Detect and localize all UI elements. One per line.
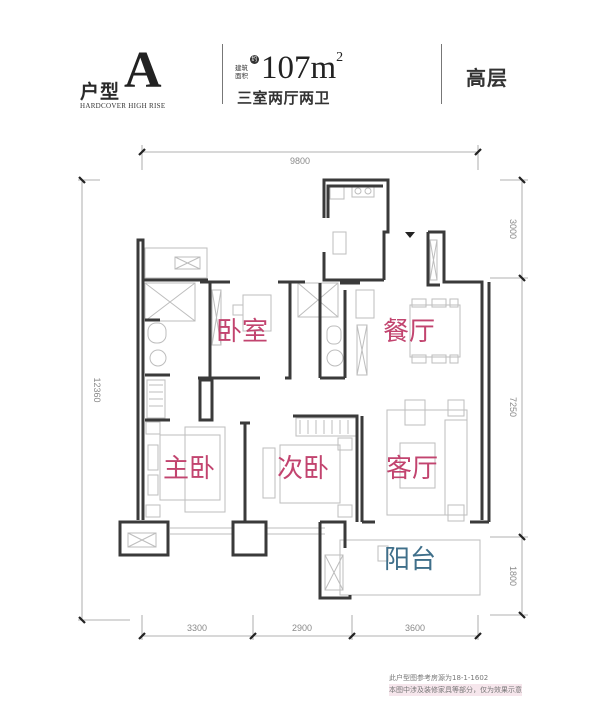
- area-unit-superscript: 2: [336, 50, 344, 65]
- entrance-marker-icon: [405, 232, 415, 238]
- room-label-master-bedroom: 主卧: [163, 454, 215, 484]
- header-divider-left: [222, 44, 223, 104]
- unit-type-english: HARDCOVER HIGH RISE: [80, 102, 166, 110]
- dimension-bottom-1: 3300: [187, 623, 207, 633]
- footnote-line-1: 此户型图参考房源为18-1-1602: [389, 674, 489, 682]
- footnote: 此户型图参考房源为18-1-1602 本图中涉及装修家具等部分，仅为效果示意: [389, 672, 522, 696]
- room-configuration: 三室两厅两卫: [237, 89, 331, 107]
- dimension-top-total: 9800: [290, 156, 310, 166]
- dimension-bottom-2: 2900: [292, 623, 312, 633]
- room-label-second-bedroom: 次卧: [277, 454, 329, 484]
- area-approx-badge: 约: [250, 55, 259, 64]
- furniture: [127, 184, 481, 596]
- walls: [118, 178, 491, 600]
- floor-type: 高层: [466, 66, 508, 90]
- area-value: 107m2: [261, 50, 344, 86]
- dimension-right-1: 3000: [508, 219, 518, 239]
- dimension-right-3: 1800: [508, 566, 518, 586]
- dimension-lines: [78, 145, 528, 640]
- dimension-left-total: 12360: [92, 377, 102, 402]
- plan-header: 户型 A HARDCOVER HIGH RISE 建筑面积 约 107m2 三室…: [0, 0, 600, 125]
- room-label-dining: 餐厅: [383, 317, 435, 347]
- dimension-ticks: [78, 148, 526, 640]
- unit-type-label: 户型: [80, 81, 121, 103]
- dimension-right-2: 7250: [508, 397, 518, 417]
- footnote-line-2: 本图中涉及装修家具等部分，仅为效果示意: [389, 684, 522, 696]
- header-divider-right: [441, 44, 442, 104]
- unit-letter: A: [124, 42, 162, 99]
- room-label-balcony: 阳台: [384, 545, 436, 575]
- area-block: 建筑面积 约 107m2 三室两厅两卫: [233, 47, 373, 108]
- room-label-bedroom: 卧室: [216, 317, 268, 347]
- room-label-living-room: 客厅: [386, 454, 438, 484]
- dimension-bottom-3: 3600: [405, 623, 425, 633]
- area-number: 107m: [261, 50, 337, 86]
- unit-type-block: 户型 A HARDCOVER HIGH RISE: [78, 42, 198, 111]
- area-label: 建筑面积: [235, 64, 248, 80]
